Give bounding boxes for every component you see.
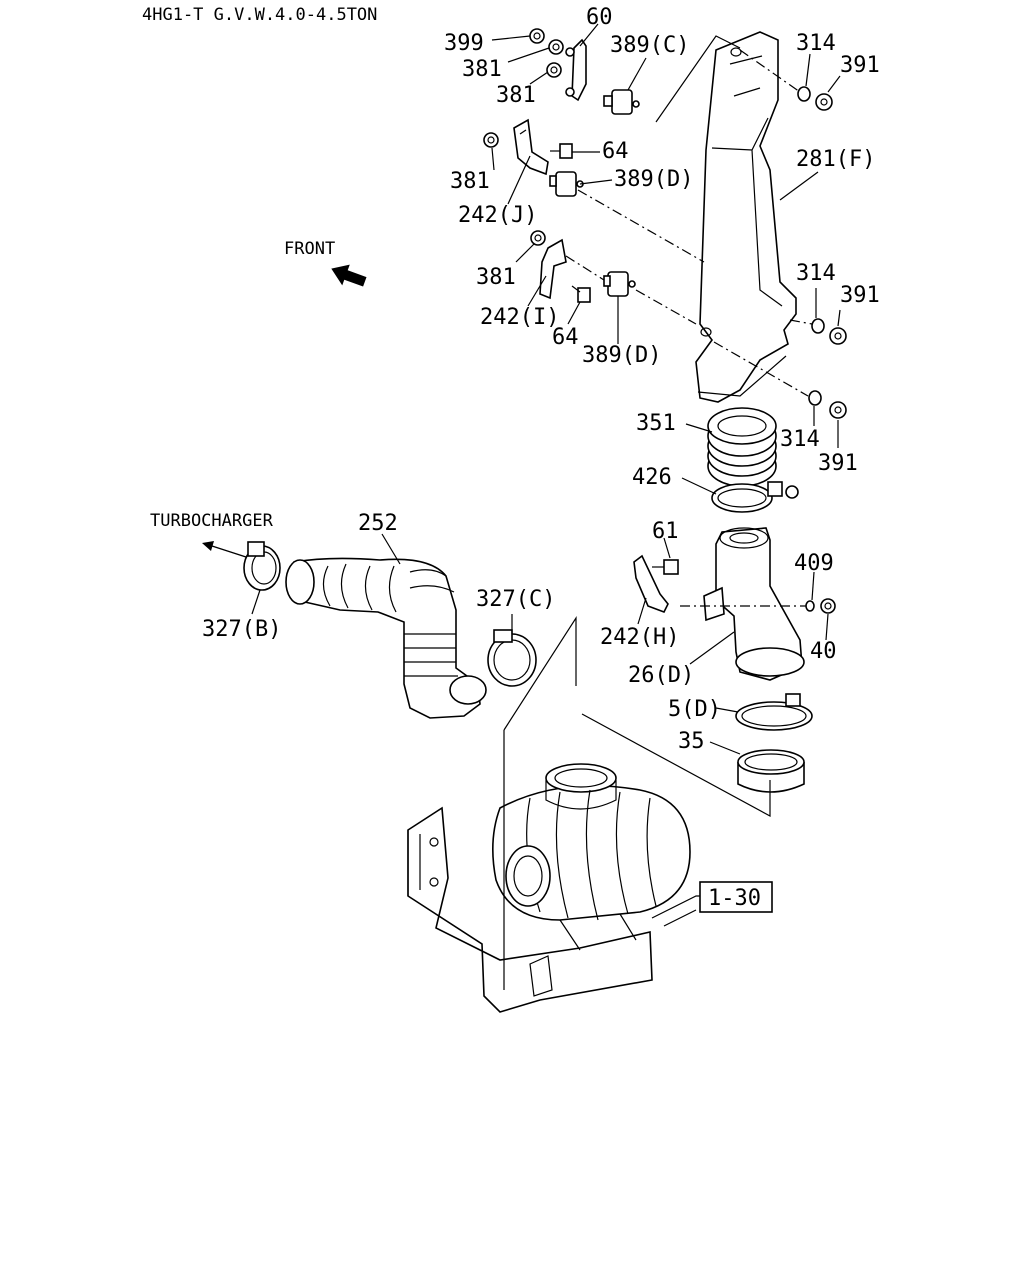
rubber-mount-389d-upper [549,171,584,197]
seal-ring-35 [737,749,805,793]
callout-26d: 26(D) [628,663,694,688]
callout-426: 426 [632,465,672,490]
model-note: 4HG1-T G.V.W.4.0-4.5TON [142,5,377,25]
callout-60: 60 [586,5,613,30]
callout-381-b: 381 [496,83,536,108]
callout-327c: 327(C) [476,587,555,612]
callout-64-a: 64 [602,139,629,164]
assembly-lines [503,35,813,990]
callout-391-a: 391 [840,53,880,78]
callout-64-b: 64 [552,325,579,350]
callout-391-b: 391 [840,283,880,308]
callout-281f: 281(F) [796,147,875,172]
callout-242j: 242(J) [458,203,537,228]
bracket-60 [565,38,587,102]
callout-327b: 327(B) [202,617,281,642]
turbocharger-label: TURBOCHARGER [150,511,274,531]
callout-35: 35 [678,729,705,754]
nut-381-mid [483,132,499,148]
nut-381-upper-b [546,62,562,78]
callout-391-c: 391 [818,451,858,476]
turbocharger-arrow-icon [202,541,247,558]
hose-252 [285,557,487,719]
nut-399 [529,28,545,44]
nut-391-a [815,93,833,111]
callout-351: 351 [636,411,676,436]
elbow-26d [703,527,805,681]
nut-391-c [829,401,847,419]
washer-409 [805,600,815,612]
bellows-351 [707,407,777,487]
washer-314-c [808,390,822,406]
callouts: 399 381 381 60 389(C) 314 391 281(F) 64 … [202,5,880,754]
bracket-242i [539,238,567,300]
nut-381-upper-a [548,39,564,55]
clamp-327b [243,541,281,591]
ref-box-1-30: 1-30 [699,881,773,913]
washer-314-b [811,318,825,334]
callout-314-c: 314 [780,427,820,452]
callout-389d-b: 389(D) [582,343,661,368]
front-label: FRONT [284,239,335,259]
callout-314-b: 314 [796,261,836,286]
callout-5d: 5(D) [668,697,721,722]
leader-lines [251,23,841,755]
callout-40: 40 [810,639,837,664]
bolt-64-lower [571,285,591,303]
rubber-mount-389c [603,89,640,115]
callout-389d-a: 389(D) [614,167,693,192]
nut-381-lower [530,230,546,246]
washer-314-a [797,86,811,102]
clamp-426 [711,481,799,513]
callout-389c: 389(C) [610,33,689,58]
callout-381-d: 381 [476,265,516,290]
callout-242h: 242(H) [600,625,679,650]
callout-409: 409 [794,551,834,576]
callout-314-a: 314 [796,31,836,56]
bolt-61 [652,559,679,575]
ref-box-label: 1-30 [708,886,761,911]
nut-40 [820,598,836,614]
nut-391-b [829,327,847,345]
clamp-327c [487,629,537,687]
callout-242i: 242(I) [480,305,559,330]
air-cleaner-assembly [407,763,691,1013]
intake-duct-281f [695,31,797,403]
front-arrow-icon [331,264,367,287]
callout-252: 252 [358,511,398,536]
callout-61: 61 [652,519,679,544]
bracket-242j [513,118,549,176]
clamp-5d [735,693,813,731]
bolt-64-upper [550,143,573,159]
callout-399: 399 [444,31,484,56]
callout-381-c: 381 [450,169,490,194]
callout-381-a: 381 [462,57,502,82]
rubber-mount-389d-lower [603,271,636,297]
bracket-242h [633,554,669,614]
